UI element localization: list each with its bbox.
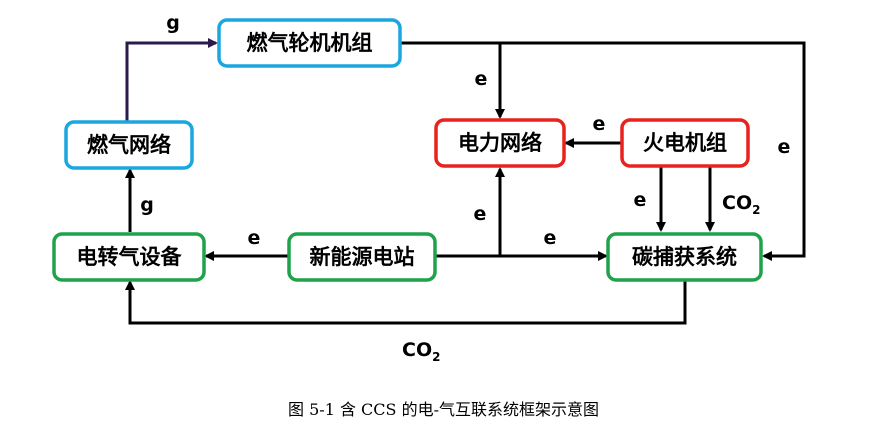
edge-label-ccs-to-p2g-co2-main: CO bbox=[402, 339, 432, 361]
edge-turbine-to-ccs bbox=[500, 41, 806, 261]
edge-label-thermal-to-ccs-co2-sub: 2 bbox=[752, 203, 760, 217]
edge-label-renewable-to-p2g: e bbox=[248, 227, 261, 249]
edge-gas-network-to-turbine bbox=[125, 38, 218, 122]
energy-system-diagram: 燃气轮机机组 燃气网络 电力网络 火电机组 电转气设备 新能源电站 碳捕获系统 … bbox=[52, 12, 806, 364]
edge-label-ccs-to-p2g-co2: CO2 bbox=[402, 339, 440, 364]
node-gas-network-label: 燃气网络 bbox=[87, 133, 171, 157]
edge-label-thermal-to-ccs-co2-main: CO bbox=[722, 192, 752, 214]
edge-label-p2g-to-gas-network: g bbox=[140, 194, 154, 216]
edge-label-turbine-to-ccs: e bbox=[778, 136, 791, 158]
node-p2g-device-label: 电转气设备 bbox=[77, 245, 183, 269]
node-thermal-unit-label: 火电机组 bbox=[643, 131, 727, 155]
edge-label-thermal-to-ccs-co2: CO2 bbox=[722, 192, 760, 217]
node-thermal-unit: 火电机组 bbox=[620, 118, 750, 168]
node-gas-turbine-label: 燃气轮机机组 bbox=[247, 31, 373, 55]
node-gas-turbine: 燃气轮机机组 bbox=[217, 18, 402, 68]
node-renewable-station: 新能源电站 bbox=[287, 232, 437, 282]
edge-label-turbine-to-power-network: e bbox=[475, 68, 488, 90]
node-gas-network: 燃气网络 bbox=[64, 120, 194, 170]
node-ccs-system-label: 碳捕获系统 bbox=[632, 245, 737, 269]
edge-label-gas-network-to-turbine: g bbox=[166, 12, 180, 34]
edge-ccs-to-p2g-co2 bbox=[125, 280, 687, 325]
edge-label-thermal-to-power-network: e bbox=[593, 113, 606, 135]
edge-label-thermal-to-ccs-e: e bbox=[634, 189, 647, 211]
edge-label-renewable-to-ccs: e bbox=[544, 227, 557, 249]
node-renewable-station-label: 新能源电站 bbox=[310, 245, 415, 269]
edge-label-ccs-to-p2g-co2-sub: 2 bbox=[432, 350, 440, 364]
node-p2g-device: 电转气设备 bbox=[52, 232, 206, 282]
node-ccs-system: 碳捕获系统 bbox=[606, 232, 763, 282]
edge-label-renewable-to-power-network: e bbox=[474, 203, 487, 225]
figure-caption: 图 5-1 含 CCS 的电-气互联系统框架示意图 bbox=[288, 400, 599, 419]
node-power-network: 电力网络 bbox=[434, 118, 566, 168]
node-power-network-label: 电力网络 bbox=[458, 131, 542, 155]
